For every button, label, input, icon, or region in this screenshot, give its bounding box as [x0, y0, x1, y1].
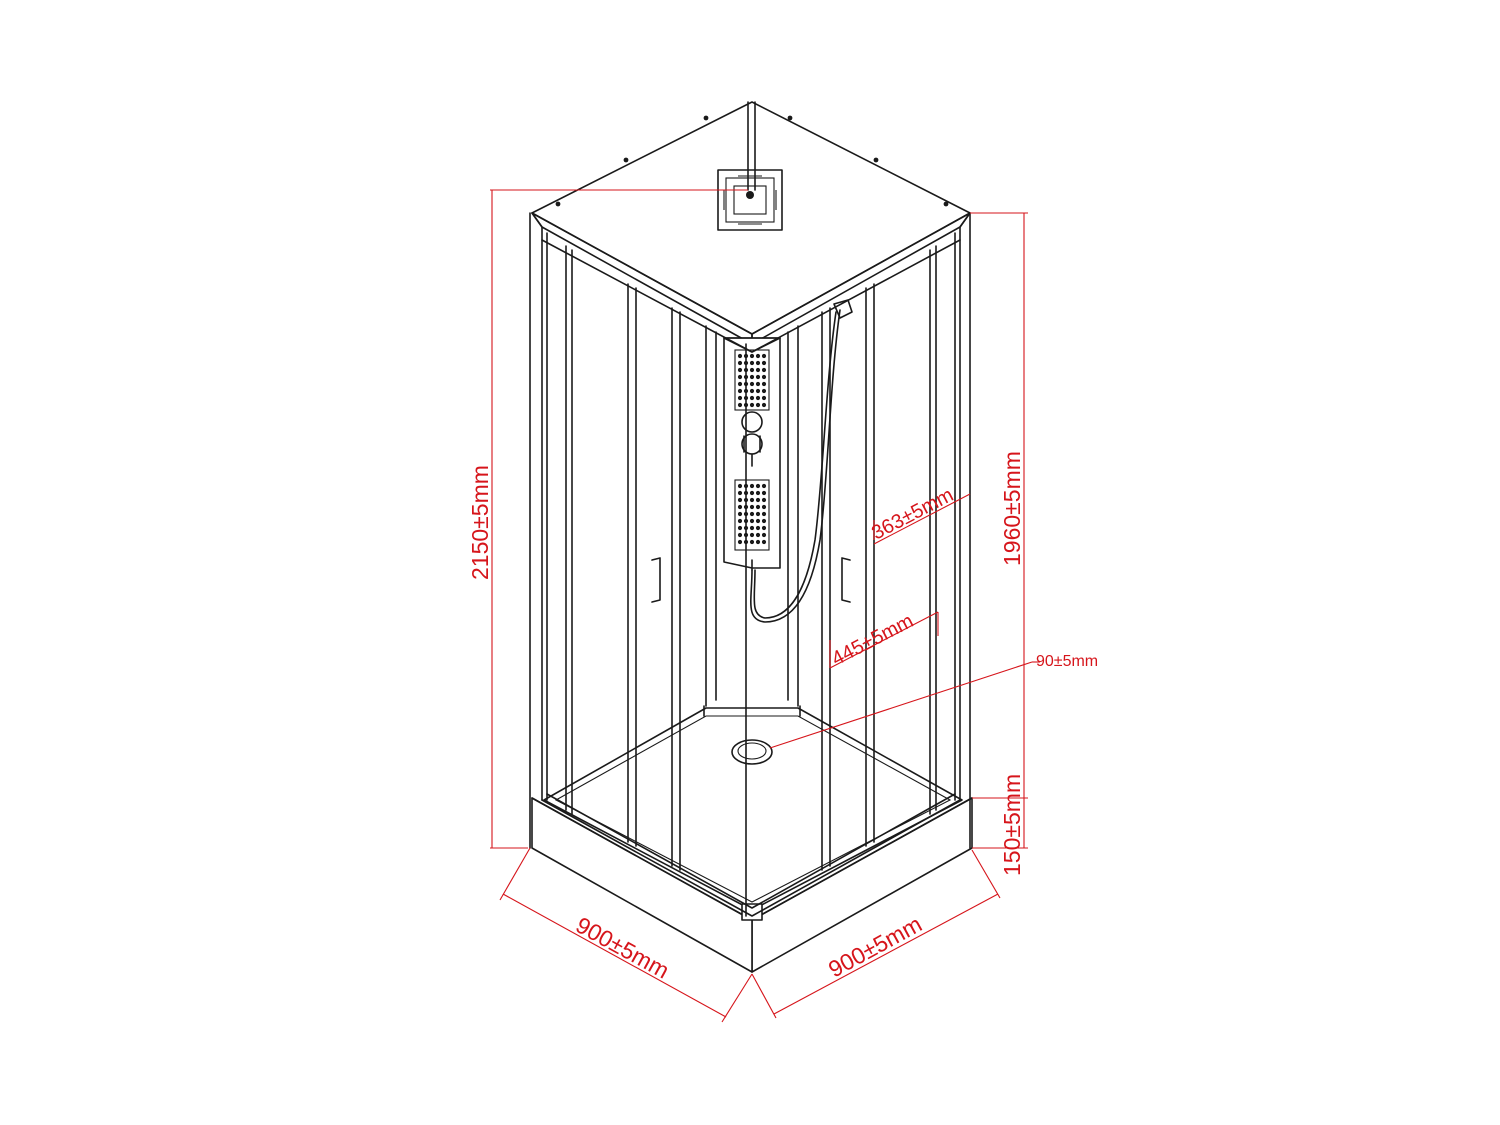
front-frames — [529, 212, 971, 917]
jet-dot — [761, 360, 767, 366]
back-walls — [705, 325, 799, 707]
jet-dot — [761, 511, 767, 517]
jet-dot — [749, 483, 755, 489]
jet-dot — [761, 395, 767, 401]
jet-dot — [749, 374, 755, 380]
jet-dot — [755, 360, 761, 366]
jet-dot — [755, 388, 761, 394]
jet-dot — [755, 402, 761, 408]
diverter-knob — [741, 411, 763, 433]
tray-height-label: 150±5mm — [999, 774, 1025, 876]
jet-dot — [755, 395, 761, 401]
jet-dot — [737, 504, 743, 510]
jet-dot — [737, 525, 743, 531]
jet-dot — [755, 381, 761, 387]
jet-dot — [755, 539, 761, 545]
lower-jet-block — [734, 479, 770, 551]
jet-dot — [749, 402, 755, 408]
jet-dot — [761, 490, 767, 496]
jet-dot — [761, 518, 767, 524]
shower-column-panel — [723, 299, 853, 623]
jet-dot — [761, 497, 767, 503]
jet-dot — [737, 539, 743, 545]
door-width-label: 445±5mm — [828, 610, 917, 671]
jet-dot — [761, 381, 767, 387]
jet-dot — [755, 483, 761, 489]
left-door-handle — [651, 557, 661, 603]
drain-diameter-label: 90±5mm — [1036, 653, 1098, 670]
jet-dot — [761, 504, 767, 510]
jet-dot — [761, 483, 767, 489]
jet-dot — [737, 367, 743, 373]
jet-dot — [749, 360, 755, 366]
jet-dot — [761, 539, 767, 545]
jet-dot — [755, 353, 761, 359]
panel-height-label: 1960±5mm — [999, 451, 1025, 566]
total-height-label: 2150±5mm — [467, 465, 493, 580]
jet-dot — [737, 353, 743, 359]
jet-dot — [755, 490, 761, 496]
jet-dot — [749, 511, 755, 517]
jet-dot — [749, 525, 755, 531]
jet-dot — [761, 374, 767, 380]
jet-dot — [737, 360, 743, 366]
jet-dot — [755, 532, 761, 538]
shower-hose — [750, 309, 841, 623]
jet-dot — [737, 483, 743, 489]
jet-dot — [761, 388, 767, 394]
roof — [531, 101, 971, 345]
upper-jet-block — [734, 349, 770, 411]
jet-dot — [749, 395, 755, 401]
jet-dot — [749, 504, 755, 510]
jet-dot — [749, 388, 755, 394]
jet-dot — [749, 353, 755, 359]
jet-dot — [755, 525, 761, 531]
jet-dot — [749, 539, 755, 545]
jet-dot — [737, 402, 743, 408]
jet-dot — [755, 504, 761, 510]
jet-dot — [737, 511, 743, 517]
jet-dot — [755, 367, 761, 373]
jet-dot — [749, 367, 755, 373]
jet-dot — [749, 381, 755, 387]
panel-width-label: 363±5mm — [868, 484, 957, 545]
jet-dot — [755, 374, 761, 380]
jet-dot — [755, 497, 761, 503]
drain — [731, 739, 773, 765]
width-left-label: 900±5mm — [572, 912, 674, 984]
corner-post-foot — [741, 903, 763, 921]
jet-dot — [749, 497, 755, 503]
jet-dot — [737, 518, 743, 524]
jet-dot — [761, 367, 767, 373]
jet-dot — [749, 532, 755, 538]
jet-dot — [737, 395, 743, 401]
jet-dot — [737, 388, 743, 394]
jet-dot — [755, 518, 761, 524]
jet-dot — [737, 497, 743, 503]
ceiling-plate — [717, 169, 783, 231]
jet-dot — [737, 381, 743, 387]
dimension-lines — [490, 189, 1040, 1023]
jet-dot — [761, 353, 767, 359]
jet-dot — [761, 525, 767, 531]
right-door-handle — [841, 557, 851, 603]
jet-dot — [761, 532, 767, 538]
jet-dot — [737, 490, 743, 496]
jet-dot — [737, 374, 743, 380]
jet-dot — [749, 518, 755, 524]
shower-head-holder — [833, 299, 853, 319]
jet-dot — [761, 402, 767, 408]
jet-dot — [755, 511, 761, 517]
jet-dot — [749, 490, 755, 496]
jet-dot — [737, 532, 743, 538]
